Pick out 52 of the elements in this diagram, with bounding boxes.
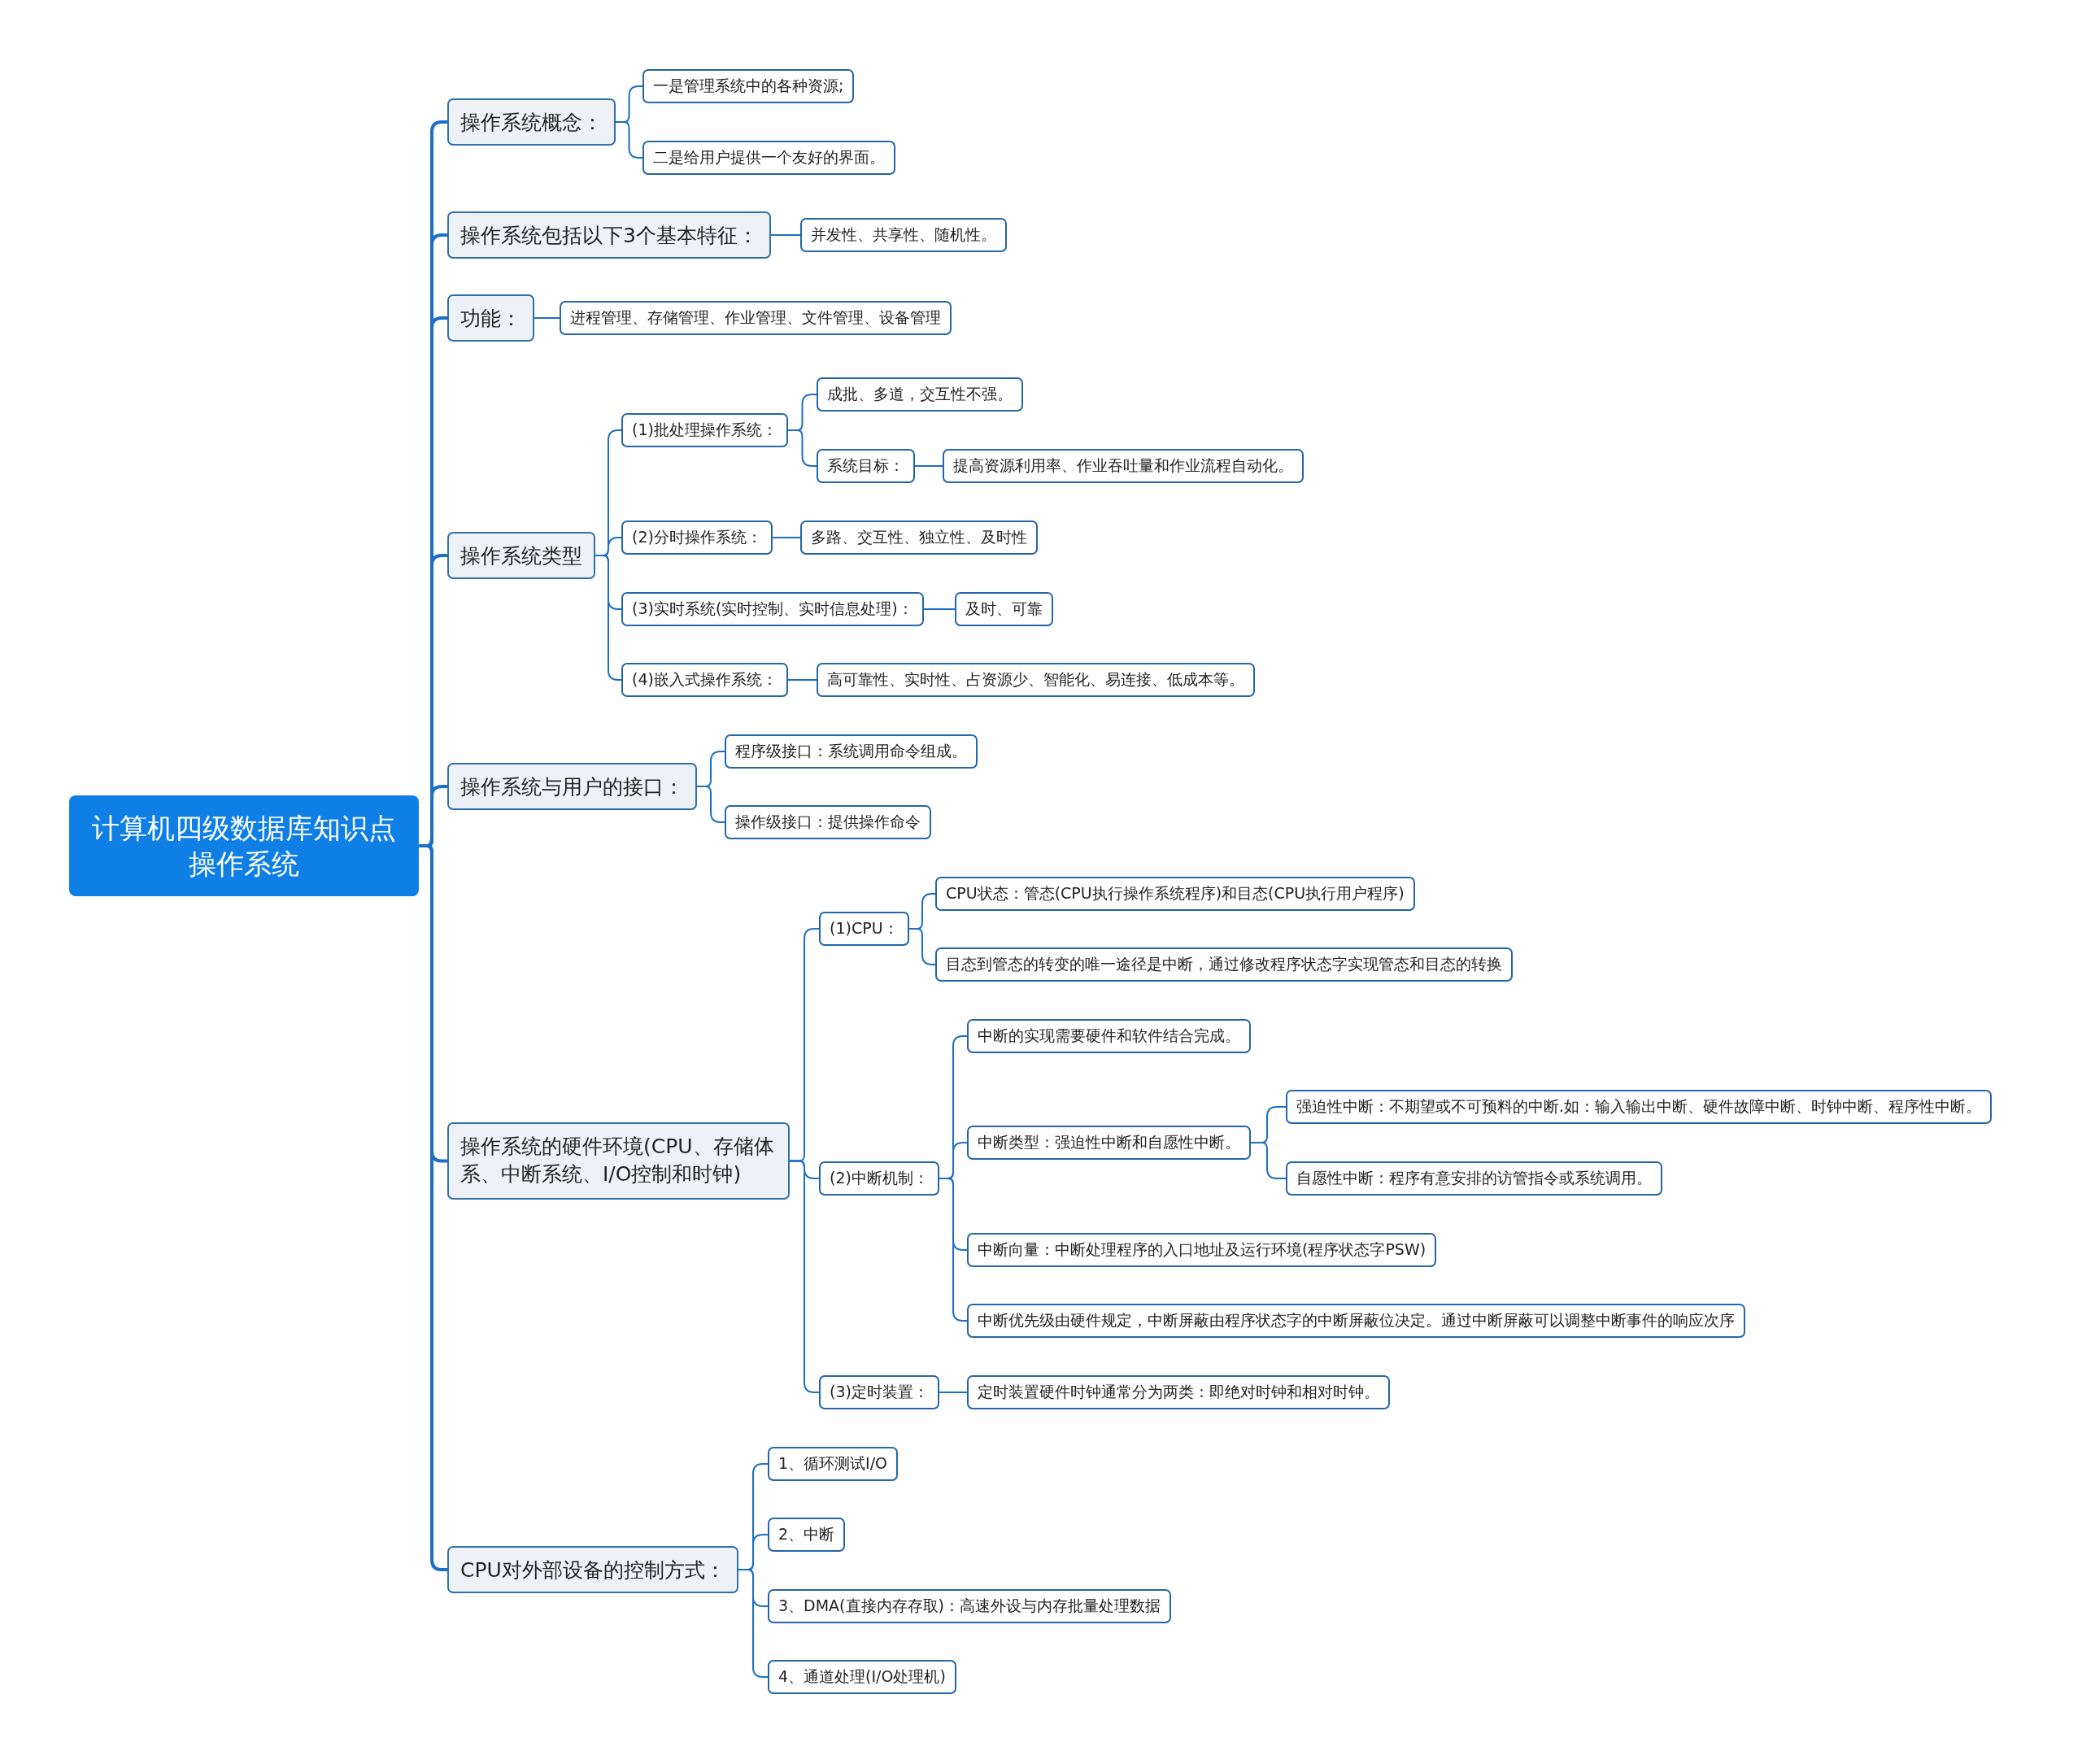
connector-line <box>914 465 943 467</box>
connector-line <box>1250 1142 1287 1179</box>
subtopic-box: 中断类型：强迫性中断和自愿性中断。 <box>967 1126 1251 1160</box>
connector-line <box>772 537 801 538</box>
subtopic-box: 一是管理系统中的各种资源; <box>642 69 855 103</box>
subtopic-box: 中断向量：中断处理程序的入口地址及运行环境(程序状态字PSW) <box>967 1233 1437 1267</box>
subtopic-box: (3)定时装置： <box>819 1375 939 1409</box>
subtopic-box: (4)嵌入式操作系统： <box>621 663 788 697</box>
connector-line <box>615 121 643 159</box>
topic-box: 操作系统概念： <box>447 98 616 146</box>
subtopic-box: 操作级接口：提供操作命令 <box>725 805 931 839</box>
connector-line <box>908 928 936 965</box>
subtopic-box: 4、通道处理(I/O处理机) <box>768 1660 956 1694</box>
subtopic-box: 1、循环测试I/O <box>768 1447 899 1481</box>
connector-line <box>696 786 725 823</box>
topic-box: 操作系统类型 <box>447 532 595 579</box>
subtopic-box: CPU状态：管态(CPU执行操作系统程序)和目态(CPU执行用户程序) <box>935 877 1415 911</box>
connector-line <box>923 608 956 610</box>
connector-line <box>787 679 817 681</box>
topic-box: 操作系统包括以下3个基本特征： <box>447 211 771 259</box>
subtopic-box: 程序级接口：系统调用命令组成。 <box>725 734 978 769</box>
subtopic-box: (2)分时操作系统： <box>621 520 773 555</box>
subtopic-box: 中断的实现需要硬件和软件结合完成。 <box>967 1019 1251 1053</box>
subtopic-box: 进程管理、存储管理、作业管理、文件管理、设备管理 <box>560 301 952 335</box>
connector-line <box>787 429 817 467</box>
subtopic-box: 定时装置硬件时钟通常分为两类：即绝对时钟和相对时钟。 <box>967 1375 1390 1409</box>
subtopic-box: 目态到管态的转变的唯一途径是中断，通过修改程序状态字实现管态和目态的转换 <box>935 947 1513 982</box>
subtopic-box: 高可靠性、实时性、占资源少、智能化、易连接、低成本等。 <box>817 663 1255 697</box>
subtopic-box: 二是给用户提供一个友好的界面。 <box>642 141 895 175</box>
connector-line <box>939 1392 968 1393</box>
topic-box: 操作系统与用户的接口： <box>447 763 697 810</box>
connector-line <box>770 234 801 236</box>
subtopic-box: (3)实时系统(实时控制、实时信息处理)： <box>621 592 924 626</box>
subtopic-box: 强迫性中断：不期望或不可预料的中断.如：输入输出中断、硬件故障中断、时钟中断、程序性中断。 <box>1286 1090 1993 1124</box>
subtopic-box: (2)中断机制： <box>819 1161 939 1196</box>
central-topic-box: 计算机四级数据库知识点操作系统 <box>69 795 419 896</box>
subtopic-box: 中断优先级由硬件规定，中断屏蔽由程序状态字的中断屏蔽位决定。通过中断屏蔽可以调整中断事件的响应次序 <box>967 1304 1745 1338</box>
subtopic-box: 成批、多道，交互性不强。 <box>817 377 1023 412</box>
subtopic-box: 多路、交互性、独立性、及时性 <box>800 520 1038 555</box>
subtopic-box: (1)CPU： <box>819 912 909 946</box>
subtopic-box: 提高资源利用率、作业吞吐量和作业流程自动化。 <box>943 449 1304 483</box>
subtopic-box: (1)批处理操作系统： <box>621 413 788 447</box>
topic-box: CPU对外部设备的控制方式： <box>447 1546 738 1593</box>
subtopic-box: 自愿性中断：程序有意安排的访管指令或系统调用。 <box>1286 1161 1662 1196</box>
subtopic-box: 3、DMA(直接内存存取)：高速外设与内存批量处理数据 <box>768 1589 1171 1623</box>
subtopic-box: 并发性、共享性、随机性。 <box>800 218 1007 252</box>
topic-box: 功能： <box>447 294 534 342</box>
subtopic-box: 系统目标： <box>817 449 915 483</box>
topic-box: 操作系统的硬件环境(CPU、存储体系、中断系统、I/O控制和时钟) <box>447 1122 790 1200</box>
subtopic-box: 2、中断 <box>768 1518 846 1552</box>
subtopic-box: 及时、可靠 <box>955 592 1053 626</box>
connector-line <box>534 317 560 319</box>
